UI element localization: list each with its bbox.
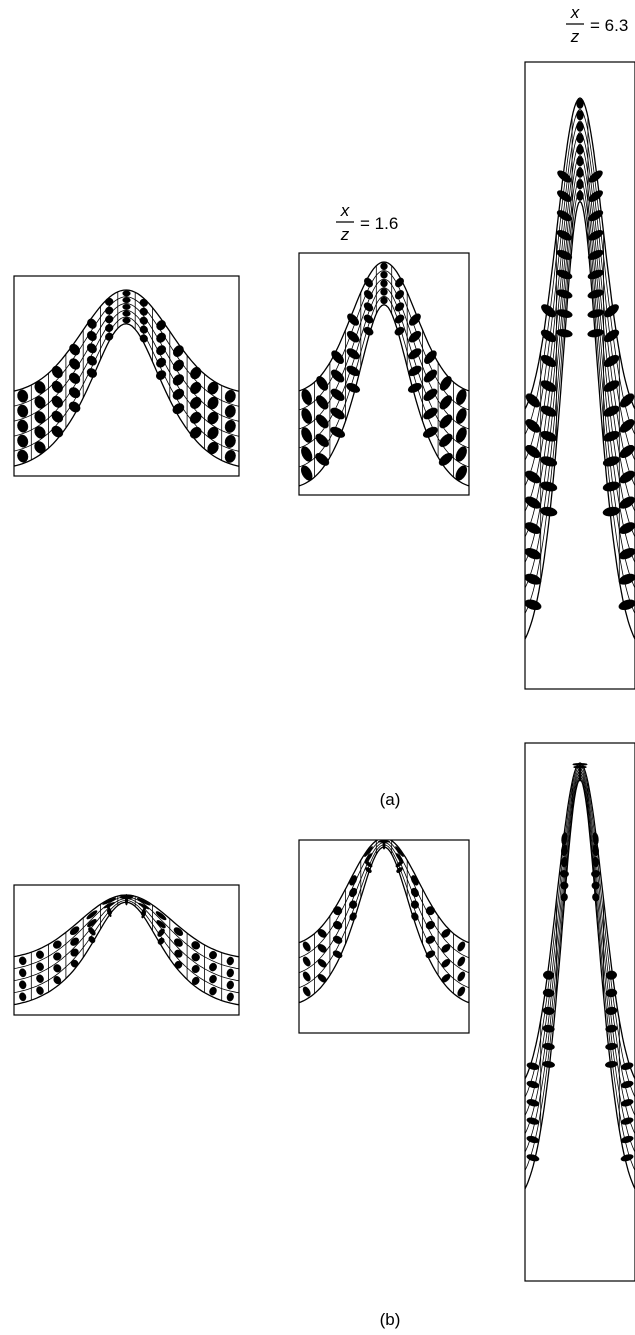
strain-ellipse (577, 145, 584, 155)
ratio-value: = 1.6 (360, 214, 398, 233)
ratio-numerator: x (340, 201, 350, 220)
strain-ellipse (381, 280, 388, 287)
strain-ellipse (577, 180, 584, 190)
fold-panel-a2 (299, 253, 469, 495)
fold-panel-a1 (14, 276, 239, 476)
strain-ellipse (123, 297, 131, 303)
ratio-denominator: z (340, 225, 350, 244)
fold-panel-b1 (14, 885, 239, 1015)
strain-ellipse (577, 122, 584, 132)
strain-ellipse (123, 291, 131, 297)
strain-ellipse (381, 271, 388, 278)
strain-ellipse (577, 134, 584, 144)
caption-b: (b) (380, 1310, 401, 1329)
ratio-label-a2: x z = 1.6 (336, 201, 398, 244)
ratio-numerator: x (570, 3, 580, 22)
strain-ellipse (123, 304, 131, 310)
strain-ellipse (381, 288, 388, 295)
strain-ellipse (381, 263, 388, 270)
fold-panel-b2 (299, 838, 469, 1033)
strain-ellipse (123, 311, 131, 317)
strain-ellipse (123, 317, 131, 323)
fold-panel-b3 (525, 743, 635, 1281)
ratio-value: = 6.3 (590, 16, 628, 35)
strain-ellipse (577, 157, 584, 167)
strain-ellipse (577, 111, 584, 121)
ratio-denominator: z (570, 27, 580, 46)
strain-ellipse (381, 297, 388, 304)
strain-ellipse (577, 99, 584, 109)
fold-panel-a3 (523, 62, 635, 689)
caption-a: (a) (380, 790, 401, 809)
strain-ellipse (577, 191, 584, 201)
strain-ellipse (125, 897, 128, 905)
strain-ellipse (579, 775, 581, 782)
strain-ellipse (383, 842, 385, 849)
strain-ellipse (577, 168, 584, 178)
ratio-label-a3: x z = 6.3 (566, 3, 628, 46)
